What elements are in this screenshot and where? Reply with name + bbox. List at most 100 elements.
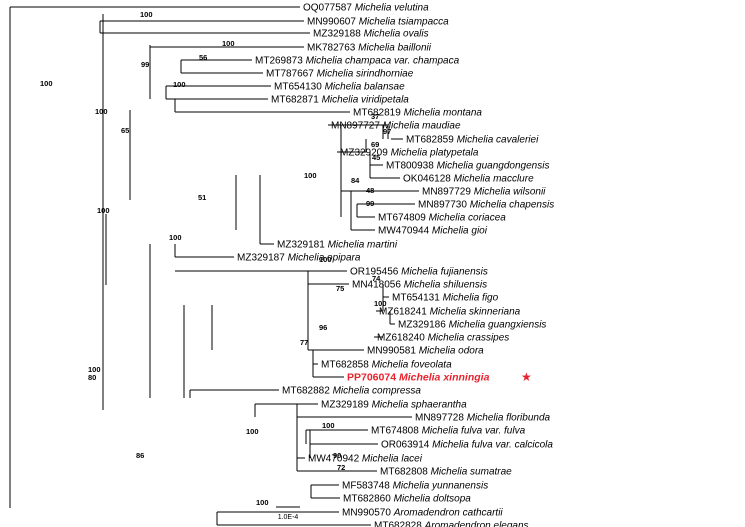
bootstrap-value: 90 (333, 451, 341, 460)
tip-label: OR063914 Michelia fulva var. calcicola (381, 440, 553, 451)
bootstrap-value: 65 (121, 126, 129, 135)
accession-number: MN990607 (307, 17, 359, 28)
species-name: Michelia xinningia (399, 372, 490, 384)
bootstrap-value: 96 (319, 323, 327, 332)
bootstrap-labels: 1001009910010056100653797694584489910051… (40, 10, 391, 507)
accession-number: MT682871 (271, 95, 322, 106)
accession-number: MZ329188 (313, 29, 364, 40)
species-name: Michelia tsiampacca (359, 17, 449, 28)
bootstrap-value: 100 (322, 421, 335, 430)
accession-number: MT682808 (380, 467, 431, 478)
species-name: Michelia champaca var. champaca (306, 56, 460, 67)
species-name: Michelia sphaerantha (372, 400, 467, 411)
tip-label: MK782763 Michelia baillonii (307, 43, 432, 54)
species-name: Michelia shiluensis (404, 280, 487, 291)
tip-label: MZ618241 Michelia skinneriana (379, 307, 521, 318)
species-name: Michelia fujianensis (401, 267, 488, 278)
tip-label: MZ329188 Michelia ovalis (313, 29, 429, 40)
bootstrap-value: 100 (319, 255, 332, 264)
species-name: Michelia baillonii (358, 43, 432, 54)
bootstrap-value: 97 (383, 127, 391, 136)
species-name: Michelia opipara (288, 253, 361, 264)
accession-number: MZ329187 (237, 253, 288, 264)
accession-number: MN897728 (415, 413, 467, 424)
tip-label: MZ618240 Michelia crassipes (377, 333, 509, 344)
bootstrap-value: 100 (88, 365, 101, 374)
bootstrap-value: 51 (198, 193, 206, 202)
tip-label: OK046128 Michelia macclure (403, 174, 534, 185)
species-name: Aromadendron elegans (424, 521, 529, 527)
accession-number: MT674809 (378, 213, 429, 224)
bootstrap-value: 80 (88, 373, 96, 382)
bootstrap-value: 45 (372, 153, 380, 162)
bootstrap-value: 100 (304, 171, 317, 180)
accession-number: MN897730 (418, 200, 470, 211)
accession-number: OR195456 (350, 267, 401, 278)
tip-label: MT269873 Michelia champaca var. champaca (255, 56, 460, 67)
tip-label: MT654131 Michelia figo (392, 293, 499, 304)
species-name: Michelia wilsonii (474, 187, 546, 198)
tip-label: MT682882 Michelia compressa (282, 386, 421, 397)
bootstrap-value: 77 (300, 338, 308, 347)
tip-label: MN990570 Aromadendron cathcartii (342, 508, 503, 519)
tip-label: MZ329209 Michelia platypetala (340, 148, 479, 159)
species-name: Michelia martini (328, 240, 398, 251)
tip-label: MZ329189 Michelia sphaerantha (321, 400, 467, 411)
bootstrap-value: 74 (372, 274, 381, 283)
tip-label: MT674808 Michelia fulva var. fulva (371, 426, 526, 437)
tip-label: MN990607 Michelia tsiampacca (307, 17, 449, 28)
accession-number: MN418056 (352, 280, 404, 291)
accession-number: MK782763 (307, 43, 358, 54)
species-name: Michelia odora (419, 346, 484, 357)
accession-number: MZ329209 (340, 148, 391, 159)
bootstrap-value: 100 (222, 39, 235, 48)
accession-number: MZ329186 (398, 320, 449, 331)
bootstrap-value: 56 (199, 53, 207, 62)
tip-label: MN897730 Michelia chapensis (418, 200, 554, 211)
tip-label: MN418056 Michelia shiluensis (352, 280, 487, 291)
species-name: Michelia ovalis (364, 29, 429, 40)
species-name: Aromadendron cathcartii (393, 508, 504, 519)
species-name: Michelia coriacea (429, 213, 507, 224)
species-name: Michelia balansae (325, 82, 405, 93)
species-name: Michelia montana (404, 108, 483, 119)
tip-label: MN897728 Michelia floribunda (415, 413, 551, 424)
bootstrap-value: 84 (351, 176, 360, 185)
bootstrap-value: 100 (173, 80, 186, 89)
tip-label: MT682808 Michelia sumatrae (380, 467, 512, 478)
species-name: Michelia viridipetala (322, 95, 410, 106)
bootstrap-value: 72 (337, 463, 345, 472)
species-name: Michelia lacei (362, 454, 423, 465)
tree-branches (9, 6, 419, 526)
bootstrap-value: 100 (140, 10, 153, 19)
accession-number: MT800938 (386, 161, 437, 172)
accession-number: MZ618241 (379, 307, 430, 318)
species-name: Michelia platypetala (391, 148, 479, 159)
species-name: Michelia doltsopa (394, 494, 472, 505)
bootstrap-value: 37 (371, 112, 379, 121)
species-name: Michelia gioi (432, 226, 488, 237)
scale-bar-label: 1.0E-4 (278, 514, 299, 521)
tip-label: MT787667 Michelia sirindhorniae (266, 69, 414, 80)
tip-label: MT682860 Michelia doltsopa (343, 494, 471, 505)
bootstrap-value: 99 (141, 60, 149, 69)
species-name: Michelia crassipes (428, 333, 510, 344)
tip-label: MZ329186 Michelia guangxiensis (398, 320, 546, 331)
accession-number: MT269873 (255, 56, 306, 67)
accession-number: MW470944 (378, 226, 432, 237)
bootstrap-value: 100 (256, 498, 269, 507)
accession-number: MW470942 (308, 454, 362, 465)
accession-number: MZ329189 (321, 400, 372, 411)
star-icon: ★ (521, 370, 532, 384)
species-name: Michelia fulva var. fulva (422, 426, 526, 437)
accession-number: MT787667 (266, 69, 317, 80)
tip-label: MW470944 Michelia gioi (378, 226, 488, 237)
species-name: Michelia velutina (355, 3, 429, 14)
bootstrap-value: 100 (40, 79, 53, 88)
accession-number: MT654130 (274, 82, 325, 93)
bootstrap-value: 75 (336, 284, 344, 293)
tip-label: MT682859 Michelia cavaleriei (406, 135, 539, 146)
accession-number: MT674808 (371, 426, 422, 437)
species-name: Michelia cavaleriei (457, 135, 539, 146)
accession-number: OQ077587 (303, 3, 355, 14)
